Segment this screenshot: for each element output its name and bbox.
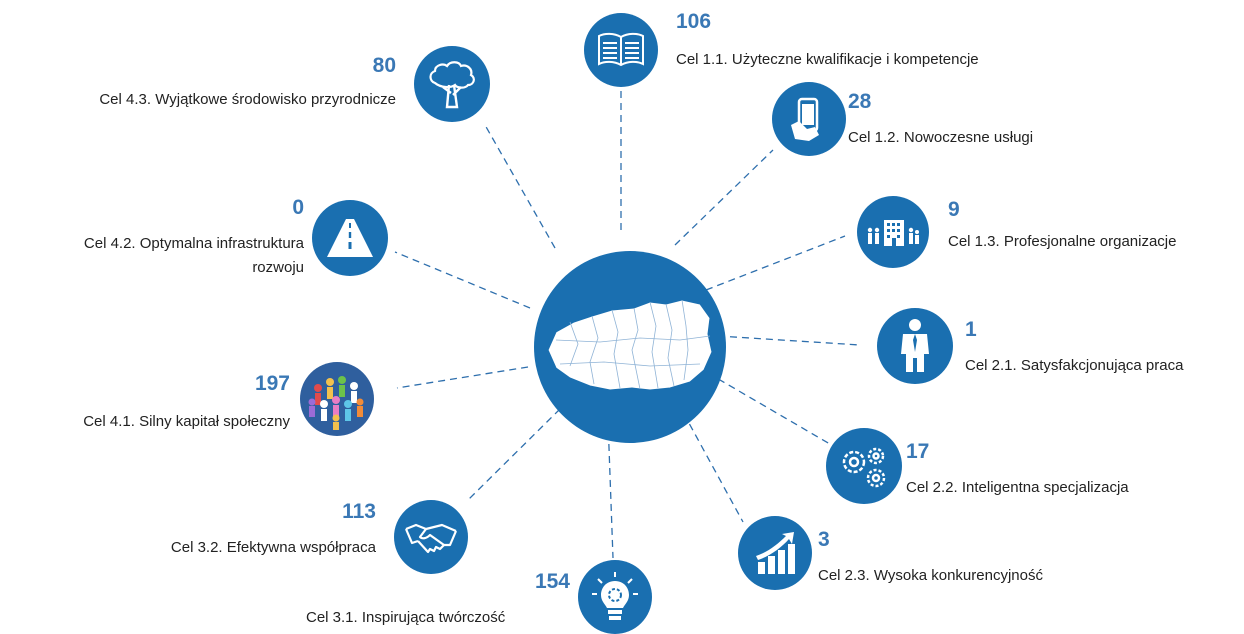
connector-g21 bbox=[717, 335, 861, 346]
goal-4-2-circle bbox=[312, 200, 388, 276]
connector-g32 bbox=[467, 408, 561, 501]
goal-4-2-value: 0 bbox=[292, 196, 304, 219]
goal-2-3-circle bbox=[738, 516, 812, 590]
goal-3-2-circle bbox=[394, 500, 468, 574]
book-icon bbox=[598, 32, 644, 67]
goal-2-2-value: 17 bbox=[906, 440, 930, 463]
handshake-icon bbox=[404, 523, 458, 554]
goal-2-2-label: Cel 2.2. Inteligentna specjalizacja bbox=[906, 479, 1129, 496]
connector-g13 bbox=[705, 235, 846, 291]
connector-g22 bbox=[707, 372, 836, 448]
center-circle bbox=[534, 251, 726, 443]
connector-g41 bbox=[396, 366, 529, 389]
office-building-icon bbox=[867, 220, 919, 246]
goal-4-1-circle bbox=[300, 362, 374, 436]
goal-1-1-label: Cel 1.1. Użyteczne kwalifikacje i kompet… bbox=[676, 51, 979, 68]
goal-4-3-label: Cel 4.3. Wyjątkowe środowisko przyrodnic… bbox=[99, 91, 396, 108]
goal-3-1-value: 154 bbox=[534, 570, 570, 593]
growth-chart-icon bbox=[756, 532, 795, 574]
goal-1-2-label: Cel 1.2. Nowoczesne usługi bbox=[848, 129, 1034, 146]
goal-1-3-label: Cel 1.3. Profesjonalne organizacje bbox=[948, 233, 1177, 250]
goal-3-1-label: Cel 3.1. Inspirująca twórczość bbox=[306, 609, 506, 626]
goal-3-1-circle bbox=[578, 560, 652, 634]
goal-4-3-circle bbox=[414, 46, 490, 122]
connector-g23 bbox=[677, 402, 744, 523]
goal-2-1-circle bbox=[877, 308, 953, 384]
goal-2-2-circle bbox=[826, 428, 902, 504]
tree-icon bbox=[429, 61, 475, 109]
goal-1-3-value: 9 bbox=[948, 198, 960, 221]
road-icon bbox=[327, 219, 373, 257]
goal-1-1-circle bbox=[584, 13, 658, 87]
goal-1-2-value: 28 bbox=[848, 90, 872, 113]
goal-2-1-value: 1 bbox=[965, 318, 977, 341]
goal-2-1-label: Cel 2.1. Satysfakcjonująca praca bbox=[965, 357, 1184, 374]
goal-1-1-value: 106 bbox=[676, 10, 712, 33]
goal-2-3-label: Cel 2.3. Wysoka konkurencyjność bbox=[818, 567, 1043, 584]
goal-3-2-label: Cel 3.2. Efektywna współpraca bbox=[170, 539, 376, 556]
connector-g43 bbox=[484, 124, 556, 249]
businessman-icon bbox=[901, 319, 929, 372]
goal-4-1-value: 197 bbox=[254, 372, 290, 395]
goal-1-2-circle bbox=[772, 82, 846, 156]
crowd-icon bbox=[308, 376, 364, 430]
goal-1-3-circle bbox=[857, 196, 929, 268]
region-map-icon bbox=[547, 299, 713, 391]
goal-3-2-value: 113 bbox=[342, 500, 376, 523]
goal-2-3-value: 3 bbox=[818, 528, 830, 551]
gears-icon bbox=[842, 447, 886, 488]
goal-4-2-label-line2: rozwoju bbox=[252, 259, 304, 276]
connector-g42 bbox=[394, 251, 531, 309]
goal-4-3-value: 80 bbox=[372, 54, 396, 77]
goal-4-1-label: Cel 4.1. Silny kapitał społeczny bbox=[83, 413, 290, 430]
smartphone-icon bbox=[791, 97, 819, 141]
lightbulb-icon bbox=[592, 572, 638, 620]
connector-g12 bbox=[674, 149, 774, 246]
goal-4-2-label-line1: Cel 4.2. Optymalna infrastruktura bbox=[83, 235, 304, 252]
